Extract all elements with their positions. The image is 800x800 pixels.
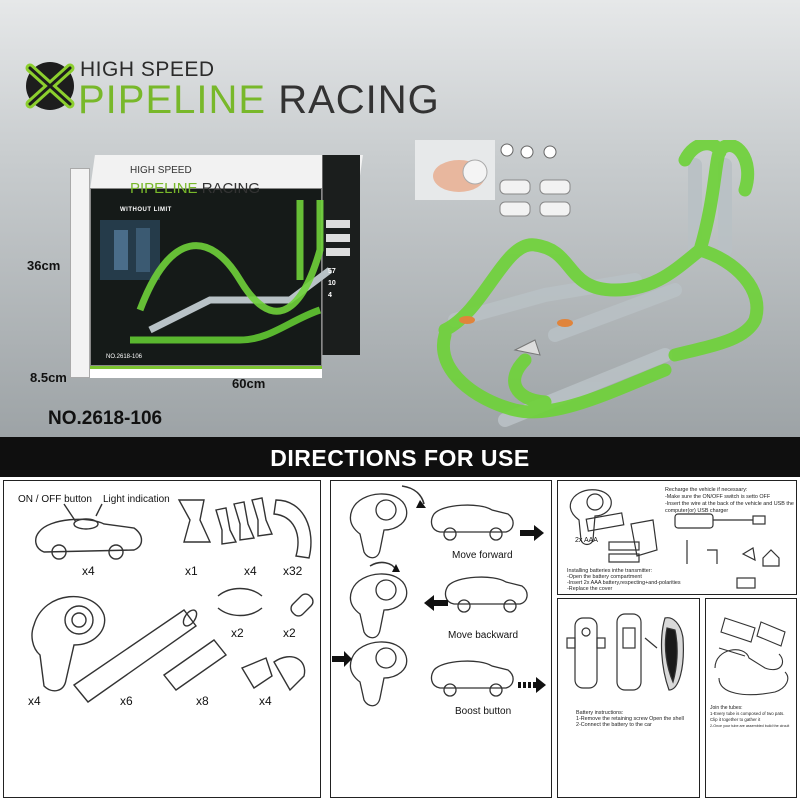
install-battery-line-4: -Replace the cover (567, 586, 613, 592)
battery-instructions-line-1: Battery instructions: (576, 710, 624, 716)
tubes-panel (705, 598, 797, 798)
battery-instructions-line-3: 2-Connect the battery to the car (576, 722, 652, 728)
count-curve-tube: x32 (283, 564, 303, 578)
battery-illustrations (566, 613, 684, 691)
count-clip: x2 (231, 626, 244, 640)
controls-panel (330, 480, 552, 798)
dimension-width: 60cm (232, 376, 266, 391)
light-indication-label: Light indication (103, 494, 170, 505)
install-battery-line-1: Installing batteries inthe transmitter: (567, 568, 653, 574)
recharge-line-3: -Insert the wire at the back of the vehi… (665, 501, 794, 507)
join-tubes-line-1: Join the tubes: (710, 705, 743, 711)
box-stat-cars: 4 (328, 292, 332, 299)
count-funnel: x4 (259, 694, 272, 708)
box-tagline: WITHOUT LIMIT (120, 207, 172, 213)
title-word-pipeline: PIPELINE (78, 78, 267, 122)
directions-heading: DIRECTIONS FOR USE (270, 445, 530, 471)
boost-button-label: Boost button (455, 706, 512, 717)
move-backward-label: Move backward (448, 630, 519, 641)
install-battery-line-2: -Open the battery compartment (567, 574, 642, 580)
assembled-track-illustration (415, 140, 764, 427)
recharge-line-4: computer(or) USB charger (665, 508, 729, 514)
install-battery-line-3: -Insert 2x AAA battery,respecting+and-po… (567, 580, 681, 586)
on-off-label: ON / OFF button (18, 494, 92, 505)
section-banner (0, 437, 800, 477)
recharge-line-1: Recharge the vehicle if necessary: (665, 487, 748, 493)
box-title-small: HIGH SPEED (130, 165, 192, 176)
title-small: HIGH SPEED (80, 58, 215, 81)
join-tubes-line-3: Clip it together to gather it (710, 717, 761, 722)
count-connector-big: x1 (185, 564, 198, 578)
count-connector-small: x4 (244, 564, 257, 578)
battery-type-label: 2x AAA (575, 537, 598, 544)
x-logo-icon (25, 62, 75, 110)
move-forward-label: Move forward (452, 550, 513, 561)
parts-panel (3, 480, 321, 798)
box-left-side (70, 168, 90, 378)
count-cylinder: x2 (283, 626, 296, 640)
count-car: x4 (82, 564, 95, 578)
title-word-racing: RACING (278, 78, 440, 122)
battery-instructions-line-2: 1-Remove the retaining screw Open the sh… (576, 716, 684, 722)
box-artwork (100, 200, 350, 344)
box-bottom-stripe (90, 366, 322, 378)
join-tubes-line-4: 2-Once your tube are assembled build the… (710, 724, 790, 728)
charging-illustrations (569, 489, 780, 589)
box-stat-tubes: 10 (328, 280, 336, 287)
box-title-word2: RACING (201, 180, 261, 197)
controls-illustrations (332, 485, 546, 707)
count-long-tube: x6 (120, 694, 133, 708)
dimension-depth: 8.5cm (30, 370, 67, 385)
count-controller: x4 (28, 694, 41, 708)
box-stat-pieces: 57 (328, 268, 336, 275)
box-title-word1: PIPELINE (130, 180, 198, 197)
box-title: PIPELINE RACING (130, 180, 260, 197)
model-number: NO.2618-106 (48, 408, 163, 429)
box-model-number: NO.2618-106 (106, 354, 143, 360)
dimension-height: 36cm (27, 258, 61, 273)
join-tubes-line-2: 1-Every tube is composed of two pats. (710, 711, 785, 716)
charging-panel (557, 480, 797, 595)
recharge-line-2: -Make sure the ON/OFF switch is setto OF… (665, 494, 771, 500)
tubes-illustrations (714, 617, 789, 696)
parts-illustrations (31, 497, 314, 703)
page-title: PIPELINE RACING (78, 78, 440, 123)
count-short-tube: x8 (196, 694, 209, 708)
